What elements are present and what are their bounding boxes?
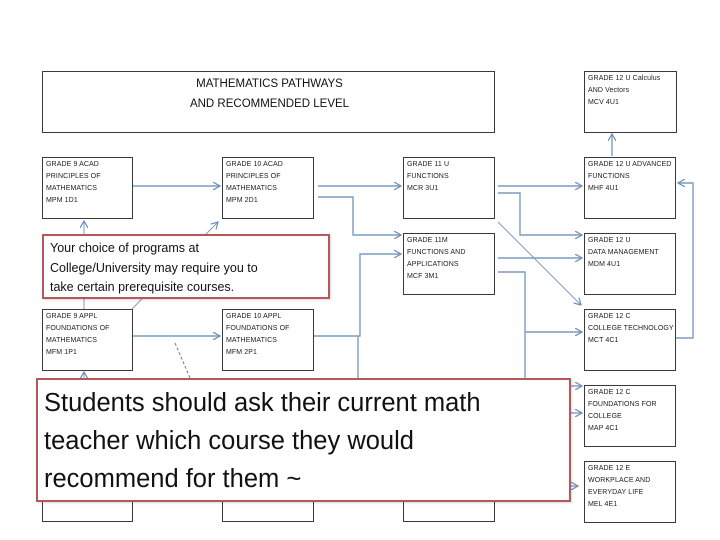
course-box-grade10-appl: GRADE 10 APPL FOUNDATIONS OF MATHEMATICS…	[222, 309, 314, 371]
arrow-g10acad-to-g11m	[318, 196, 401, 235]
course-code: MFM 2P1	[226, 349, 258, 356]
note-line: take certain prerequisite courses.	[50, 280, 235, 294]
course-grade: GRADE 10 APPL	[226, 313, 282, 320]
course-name: DATA MANAGEMENT	[588, 249, 659, 256]
course-grade: GRADE 12 E	[588, 465, 631, 472]
title-line-2: AND RECOMMENDED LEVEL	[189, 98, 350, 110]
course-box-grade12-workplace: GRADE 12 E WORKPLACE AND EVERYDAY LIFE M…	[584, 461, 676, 523]
course-code: MAP 4C1	[588, 425, 619, 432]
course-name: COLLEGE	[588, 413, 622, 420]
diagram-title: MATHEMATICS PATHWAYS AND RECOMMENDED LEV…	[42, 71, 495, 133]
course-name: AND Vectors	[588, 87, 630, 94]
course-code: MHF 4U1	[588, 185, 619, 192]
course-grade: GRADE 9 ACAD	[46, 161, 99, 168]
course-name: MATHEMATICS	[226, 337, 278, 344]
course-code: MCT 4C1	[588, 337, 619, 344]
course-grade: GRADE 11 U	[407, 161, 450, 168]
arrow-g11u-to-g12data	[498, 192, 582, 235]
course-box-grade12-data-management: GRADE 12 U DATA MANAGEMENT MDM 4U1	[584, 233, 676, 295]
note-line: teacher which course they would	[44, 427, 414, 455]
course-name: FUNCTIONS AND	[407, 249, 466, 256]
dashed-connector	[174, 342, 191, 379]
course-box-grade10-acad: GRADE 10 ACAD PRINCIPLES OF MATHEMATICS …	[222, 157, 314, 219]
course-grade: GRADE 12 U ADVANCED	[588, 161, 672, 168]
course-code: MCV 4U1	[588, 99, 620, 106]
course-code: MFM 1P1	[46, 349, 78, 356]
note-line: Students should ask their current math	[44, 389, 481, 417]
course-box-grade11-u: GRADE 11 U FUNCTIONS MCR 3U1	[403, 157, 495, 219]
course-box-grade9-appl: GRADE 9 APPL FOUNDATIONS OF MATHEMATICS …	[42, 309, 133, 371]
course-name: MATHEMATICS	[226, 185, 278, 192]
course-name: PRINCIPLES OF	[226, 173, 281, 180]
course-name: COLLEGE TECHNOLOGY	[588, 325, 674, 332]
course-name: FOUNDATIONS OF	[46, 325, 110, 332]
course-name: APPLICATIONS	[407, 261, 459, 268]
course-box-grade12-advanced: GRADE 12 U ADVANCED FUNCTIONS MHF 4U1	[584, 157, 676, 219]
arrow-g11m-to-g12tech	[498, 271, 582, 332]
course-box-grade12-foundations-college: GRADE 12 C FOUNDATIONS FOR COLLEGE MAP 4…	[584, 385, 676, 447]
course-grade: GRADE 12 C	[588, 389, 631, 396]
course-box-grade11-m: GRADE 11M FUNCTIONS AND APPLICATIONS MCF…	[403, 233, 495, 295]
course-name: FUNCTIONS	[588, 173, 630, 180]
course-grade: GRADE 9 APPL	[46, 313, 98, 320]
course-grade: GRADE 11M	[407, 237, 448, 244]
course-grade: GRADE 10 ACAD	[226, 161, 283, 168]
course-code: MEL 4E1	[588, 501, 618, 508]
course-code: MCF 3M1	[407, 273, 439, 280]
note-line: Your choice of programs at	[50, 241, 199, 255]
course-grade: GRADE 12 C	[588, 313, 631, 320]
course-name: EVERYDAY LIFE	[588, 489, 644, 496]
course-name: PRINCIPLES OF	[46, 173, 101, 180]
title-line-1: MATHEMATICS PATHWAYS	[196, 78, 343, 90]
course-code: MCR 3U1	[407, 185, 439, 192]
course-name: FUNCTIONS	[407, 173, 449, 180]
arrow-g11u-to-g12tech	[497, 221, 581, 305]
course-grade: GRADE 12 U	[588, 237, 631, 244]
arrow-g10appl-to-g11m	[313, 254, 401, 337]
course-name: MATHEMATICS	[46, 185, 98, 192]
course-code: MDM 4U1	[588, 261, 621, 268]
course-code: MPM 1D1	[46, 197, 78, 204]
course-box-grade9-acad: GRADE 9 ACAD PRINCIPLES OF MATHEMATICS M…	[42, 157, 133, 219]
note-line: College/University may require you to	[50, 260, 258, 275]
course-box-grade12-calculus: GRADE 12 U Calculus AND Vectors MCV 4U1	[584, 71, 677, 133]
prerequisite-note: Your choice of programs at College/Unive…	[42, 234, 330, 299]
course-name: FOUNDATIONS FOR	[588, 401, 657, 408]
note-line: recommend for them ~	[44, 465, 302, 493]
course-box-grade12-college-technology: GRADE 12 C COLLEGE TECHNOLOGY MCT 4C1	[584, 309, 676, 371]
course-grade: GRADE 12 U Calculus	[588, 75, 661, 82]
teacher-advice-note: Students should ask their current math t…	[36, 378, 571, 502]
course-name: WORKPLACE AND	[588, 477, 651, 484]
course-name: FOUNDATIONS OF	[226, 325, 290, 332]
arrow-g12tech-to-g12adv	[676, 183, 694, 339]
course-name: MATHEMATICS	[46, 337, 98, 344]
course-code: MPM 2D1	[226, 197, 258, 204]
